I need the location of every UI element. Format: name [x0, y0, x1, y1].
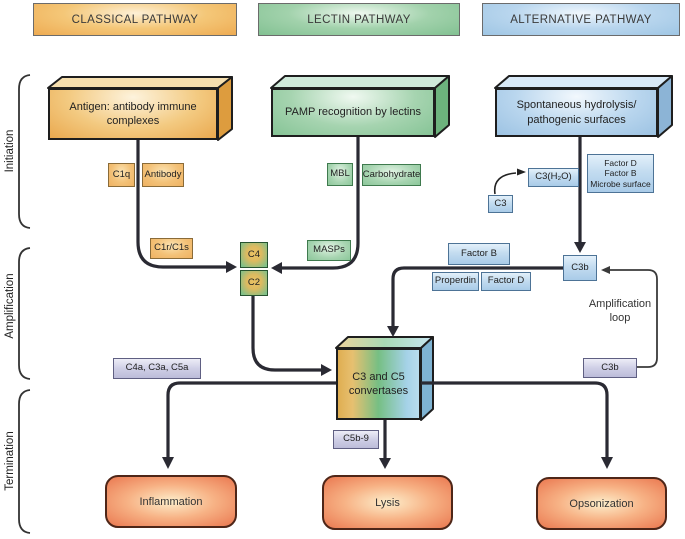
- arrow-into-c4-left: [226, 261, 237, 273]
- classical-pathway-header: CLASSICAL PATHWAY: [33, 3, 237, 36]
- c3-hydrolysis-arrow: [493, 168, 526, 195]
- c2-label: C2: [240, 270, 268, 296]
- antibody-label: Antibody: [142, 163, 184, 187]
- arrow-into-opsonization: [601, 457, 613, 469]
- alternative-box-3d-faces: [494, 75, 673, 138]
- lysis-outcome-box: Lysis: [322, 475, 453, 530]
- c1r-c1s-label: C1r/C1s: [150, 238, 193, 259]
- convertases-box-3d-faces: [335, 336, 434, 421]
- arrow-into-c4-right: [271, 262, 282, 274]
- amplification-brace: [18, 247, 31, 380]
- inflammation-outcome-box: Inflammation: [105, 475, 237, 528]
- c4-label: C4: [240, 242, 268, 268]
- arrowheads: [162, 242, 613, 469]
- stage-label-amplification: Amplification: [4, 273, 16, 339]
- classical-flow-line: [136, 140, 226, 269]
- stage-braces: [18, 74, 31, 534]
- termination-brace: [18, 389, 31, 534]
- classical-box-3d-faces: [47, 76, 233, 141]
- alternative-source-box: Spontaneous hydrolysis/ pathogenic surfa…: [495, 88, 658, 137]
- c3-h2o-label: C3(H₂O): [528, 168, 579, 187]
- properdin-label: Properdin: [432, 272, 479, 291]
- factor-stack-label: Factor D Factor B Microbe surface: [587, 154, 654, 193]
- alternative-pathway-header: ALTERNATIVE PATHWAY: [482, 3, 680, 36]
- c3b-to-convertases-line: [391, 266, 563, 326]
- c3-label: C3: [488, 195, 513, 213]
- factor-d-line: Factor D: [604, 157, 637, 168]
- c2-to-convertases-line: [251, 296, 321, 372]
- factor-b-line: Factor B: [604, 168, 637, 179]
- c3b-label: C3b: [563, 255, 597, 281]
- lectin-pathway-header: LECTIN PATHWAY: [258, 3, 460, 36]
- arrow-into-convertases-top: [387, 326, 399, 337]
- c1q-label: C1q: [108, 163, 135, 187]
- carbohydrate-label: Carbohydrate: [362, 164, 421, 186]
- factor-d-label: Factor D: [481, 272, 531, 291]
- c4a-c3a-c5a-label: C4a, C3a, C5a: [113, 358, 201, 379]
- arrow-into-lysis: [379, 458, 391, 469]
- amplification-loop-line: [601, 266, 658, 368]
- initiation-brace: [18, 74, 31, 229]
- c5b-9-label: C5b-9: [333, 430, 379, 449]
- mbl-label: MBL: [327, 163, 353, 186]
- c3b-output-label: C3b: [583, 358, 637, 378]
- stage-label-termination: Termination: [4, 431, 16, 491]
- factor-b-label: Factor B: [448, 243, 510, 265]
- microbe-surface-line: Microbe surface: [590, 178, 651, 189]
- amplification-loop-note: Amplification loop: [588, 298, 652, 324]
- classical-source-box: Antigen: antibody immune complexes: [48, 88, 218, 140]
- arrow-into-inflammation: [162, 457, 174, 469]
- convertases-box: C3 and C5 convertases: [336, 348, 421, 420]
- lectin-box-3d-faces: [270, 75, 450, 138]
- opsonization-outcome-box: Opsonization: [536, 477, 667, 530]
- masps-label: MASPs: [307, 240, 351, 261]
- lectin-source-box: PAMP recognition by lectins: [271, 88, 435, 137]
- arrow-into-convertases-left: [321, 364, 332, 376]
- stage-label-initiation: Initiation: [4, 129, 16, 173]
- lectin-flow-line: [282, 137, 360, 270]
- arrow-into-c3b: [574, 242, 586, 253]
